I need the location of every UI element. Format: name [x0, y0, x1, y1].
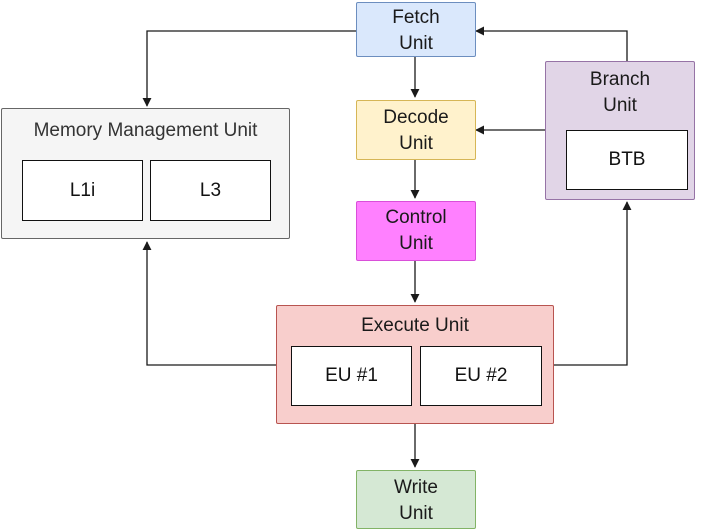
l3-box: L3 [150, 160, 271, 221]
eu1-box: EU #1 [291, 346, 412, 406]
l1i-box: L1i [22, 160, 143, 221]
mmu-label: Memory Management Unit [33, 120, 258, 141]
fetch-unit: Fetch Unit [356, 2, 476, 57]
branch-unit: Branch Unit BTB [545, 61, 695, 200]
write-unit-label: Write Unit [394, 477, 438, 524]
edge-fetch-to-mmu [142, 30, 356, 107]
edge-branch-to-fetch [475, 26, 628, 61]
execute-unit-label: Execute Unit [361, 315, 469, 336]
branch-unit-label: Branch Unit [589, 69, 651, 116]
decode-unit-label: Decode Unit [383, 107, 449, 154]
edge-execute-to-branch [554, 201, 632, 366]
btb-box: BTB [566, 130, 688, 190]
control-unit: Control Unit [356, 201, 476, 261]
edge-execute-to-mmu [142, 241, 276, 366]
decode-unit: Decode Unit [356, 100, 476, 160]
write-unit: Write Unit [356, 470, 476, 529]
execute-unit: Execute Unit EU #1 EU #2 [276, 305, 554, 424]
fetch-unit-label: Fetch Unit [392, 7, 440, 54]
eu2-box: EU #2 [420, 346, 542, 406]
memory-management-unit: Memory Management Unit L1i L3 [1, 108, 290, 239]
control-unit-label: Control Unit [385, 207, 447, 254]
